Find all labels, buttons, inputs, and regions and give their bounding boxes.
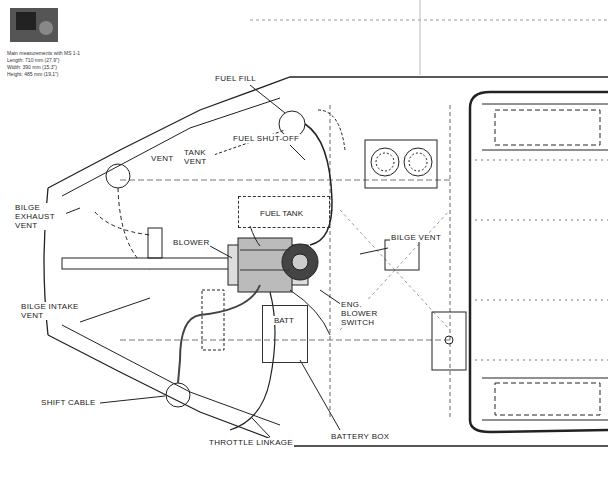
part-label: THROTTLE LINKAGE — [208, 438, 294, 447]
spec-text: Main measurements with MS 1-1 — [6, 50, 81, 56]
component-label: FUEL TANK — [259, 209, 304, 218]
part-label: SHIFT CABLE — [40, 398, 97, 407]
part-label: BILGE EXHAUST VENT — [14, 203, 66, 230]
spec-text: Length: 710 mm (27.9") — [6, 57, 60, 63]
part-label: BLOWER — [172, 238, 210, 247]
component-box: FUEL TANK — [238, 196, 330, 228]
spec-text: Height: 485 mm (19.1") — [6, 71, 60, 77]
component-label: BATT — [273, 316, 295, 325]
part-label: BATTERY BOX — [330, 432, 390, 441]
part-label: TANK VENT — [183, 148, 215, 166]
part-label: FUEL FILL — [214, 74, 257, 83]
component-box: BATT — [262, 305, 308, 363]
part-label: ENG. BLOWER SWITCH — [340, 300, 398, 327]
part-label: VENT — [150, 154, 175, 163]
part-label: BILGE INTAKE VENT — [20, 302, 80, 320]
part-label: FUEL SHUT-OFF — [232, 134, 300, 143]
spec-text: Width: 390 mm (15.3") — [6, 64, 58, 70]
part-label: BILGE VENT — [390, 233, 442, 242]
